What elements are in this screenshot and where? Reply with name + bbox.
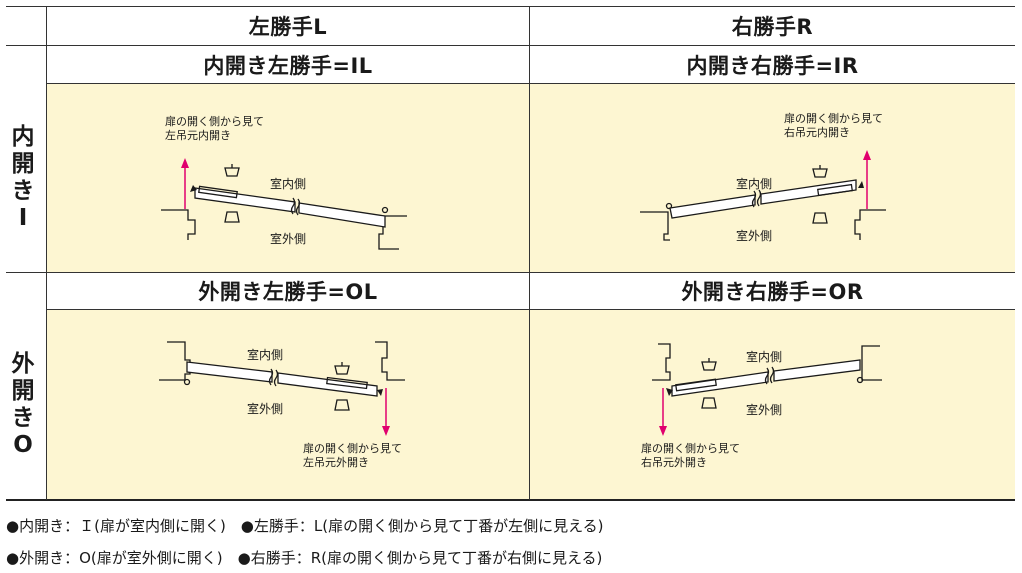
row-label-outward: 外 開 き O [0,310,46,499]
lever-handle [224,164,240,177]
door-leaf [298,202,386,228]
lever-handle [701,358,717,371]
door-diagram-ol [159,341,405,436]
panel-or [530,310,1015,499]
lever-handle [334,399,350,411]
grid-line-top [6,6,1015,7]
title-or: 外開き右勝手=OR [681,280,864,304]
grid-line-bottom [6,499,1015,501]
wall-left [640,211,670,241]
door-leaf [671,371,769,397]
label-outside-il: 室外側 [270,232,307,246]
row-label-char: き [11,178,35,204]
title-ir: 内開き右勝手=IR [686,53,859,78]
row-label-char: I [18,205,28,231]
column-header-left: 左勝手L [248,15,328,39]
note-ol: 扉の開く側から見て 左吊元外開き [303,442,402,470]
hinge-pivot [183,378,191,386]
door-leaf [194,187,296,213]
grid-line-col-header [6,45,1015,46]
row-label-inward: 内 開 き I [0,84,46,272]
handle-plate [326,376,368,390]
door-diagram-ir [640,150,886,241]
grid-line-row2-title [47,309,1015,310]
grid-line-row1-title [47,83,1015,84]
wall-left [159,341,191,381]
door-leaf [773,359,861,382]
note-line: 扉の開く側から見て [303,442,402,455]
panel-il [47,84,529,272]
row-label-char: き [11,404,35,431]
hinge-pivot [665,202,673,210]
arrow-head [659,426,667,436]
row-label-char: 外 [11,350,35,377]
break-mark [290,197,301,216]
arrow-head [863,150,871,160]
label-inside-il: 室内側 [270,177,307,191]
note-line: 扉の開く側から見て [784,112,883,125]
label-outside-or: 室外側 [746,403,783,417]
row-label-char: O [13,431,33,458]
wall-right [378,215,407,250]
note-line: 扉の開く側から見て [165,115,264,128]
label-outside-ol: 室外側 [247,402,284,416]
lever-handle [812,212,828,224]
note-line: 扉の開く側から見て [641,442,740,455]
door-leaf [186,361,273,383]
wall-left [161,209,196,240]
arrow-head [181,158,189,168]
break-mark [268,368,279,387]
note-line: 左吊元外開き [303,456,369,469]
label-outside-ir: 室外側 [736,229,773,243]
wall-right [861,345,882,381]
row-label-char: 開 [11,377,35,404]
arrow-head [382,426,390,436]
legend-outward-right: ●外開き：O(扉が室外側に開く) ●右勝手：R(扉の開く側から見て丁番が右側に見… [6,549,603,567]
lever-handle [334,362,350,375]
panel-ol [47,310,529,499]
grid-line-label-col [46,6,47,500]
row-label-char: 内 [11,124,35,150]
note-or: 扉の開く側から見て 右吊元外開き [641,442,740,470]
wall-left [652,343,671,381]
note-ir: 扉の開く側から見て 右吊元内開き [784,112,883,140]
grid-line-row-divider [6,272,1015,273]
door-diagram-il [161,158,407,250]
handle-plate [198,185,238,199]
title-il: 内開き左勝手=IL [203,53,373,78]
break-mark [751,189,762,208]
lever-handle [224,211,240,223]
wall-right [375,341,405,381]
door-leaf [669,194,756,219]
hinge-pivot [381,206,389,214]
note-line: 右吊元内開き [784,126,850,139]
note-line: 右吊元外開き [641,456,707,469]
note-line: 左吊元内開き [165,129,231,142]
row-label-char: 開 [11,151,35,177]
grid-line-center [529,6,530,500]
note-il: 扉の開く側から見て 左吊元内開き [165,115,264,143]
door-leaf [760,179,857,205]
lever-handle [812,165,828,178]
door-leaf [277,372,378,397]
swing-arrow [666,388,673,396]
label-inside-ir: 室内側 [736,177,773,191]
swing-arrow [377,389,383,396]
handle-plate [817,183,853,197]
handle-plate [675,378,717,392]
hinge-pivot [856,376,864,384]
label-inside-or: 室内側 [746,350,783,364]
legend-inward-left: ●内開き：Ｉ(扉が室内側に開く) ●左勝手：L(扉の開く側から見て丁番が左側に見… [6,517,604,535]
swing-arrow [190,185,197,192]
title-ol: 外開き左勝手=OL [198,280,378,304]
wall-right [854,209,886,240]
lever-handle [701,397,717,409]
swing-arrow [858,181,864,188]
door-diagram-or [652,343,882,436]
column-header-right: 右勝手R [731,15,814,39]
label-inside-ol: 室内側 [247,348,284,362]
panel-ir [530,84,1015,272]
break-mark [764,366,775,385]
